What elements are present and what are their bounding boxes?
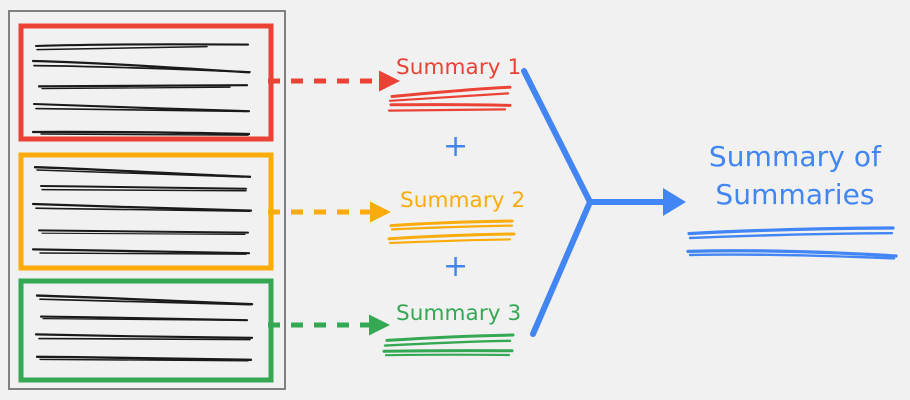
plus-operator-1: + (443, 129, 469, 164)
merge-arrowhead (663, 188, 686, 216)
summary-3-label: Summary 3 (396, 301, 522, 326)
document-red[interactable] (18, 23, 274, 142)
document-green[interactable] (18, 278, 274, 383)
summary-of-summaries-title: Summary of Summaries (708, 140, 882, 211)
document-orange[interactable] (18, 152, 274, 271)
document-green-text-lines (34, 294, 254, 362)
dashed-arrow-red (268, 70, 400, 92)
dashed-arrow-green (268, 314, 390, 336)
dashed-arrow-orange (268, 201, 391, 223)
summary-2-label: Summary 2 (400, 188, 526, 213)
document-green-border (18, 278, 274, 383)
plus-operator-2: + (443, 249, 469, 284)
final-output-lines (686, 226, 898, 260)
summary-2-lines (387, 219, 516, 245)
document-red-border (18, 23, 274, 142)
summary-3-lines (382, 333, 515, 357)
document-stack-container (8, 10, 286, 390)
document-orange-text-lines (31, 166, 253, 255)
summary-1-lines (387, 85, 512, 112)
summary-1-label: Summary 1 (396, 55, 522, 80)
document-red-text-lines (31, 43, 251, 136)
merge-y-connector (521, 68, 686, 337)
